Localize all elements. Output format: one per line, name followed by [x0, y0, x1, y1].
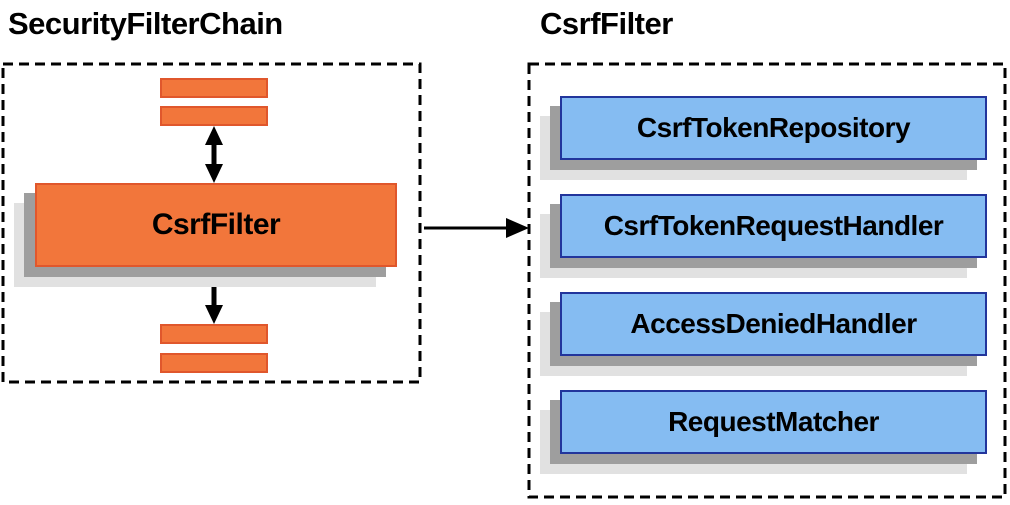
arrow-filter-to-components-icon	[424, 218, 529, 238]
security-filter-chain-panel-border	[1, 62, 422, 384]
component-label: CsrfTokenRequestHandler	[603, 210, 944, 241]
filter-chain-bar	[160, 353, 268, 373]
component-box-csrf-token-request-handler: CsrfTokenRequestHandler	[560, 194, 987, 258]
filter-chain-bar	[160, 78, 268, 98]
component-box-csrf-token-repository: CsrfTokenRepository	[560, 96, 987, 160]
component-box-access-denied-handler: AccessDeniedHandler	[560, 292, 987, 356]
component-label: AccessDeniedHandler	[630, 308, 917, 339]
csrf-filter-box: CsrfFilter	[35, 183, 397, 267]
component-box-request-matcher: RequestMatcher	[560, 390, 987, 454]
csrf-filter-panel-border	[527, 62, 1007, 499]
component-label: RequestMatcher	[668, 406, 879, 437]
filter-chain-bar	[160, 106, 268, 126]
filter-chain-bar	[160, 324, 268, 344]
csrf-filter-box-label: CsrfFilter	[151, 208, 281, 241]
arrow-bottom-bidirectional-icon	[205, 266, 223, 324]
component-label: CsrfTokenRepository	[636, 112, 911, 143]
arrow-top-bidirectional-icon	[205, 126, 223, 183]
right-panel-title: CsrfFilter	[540, 6, 673, 41]
left-panel-title: SecurityFilterChain	[8, 6, 283, 41]
